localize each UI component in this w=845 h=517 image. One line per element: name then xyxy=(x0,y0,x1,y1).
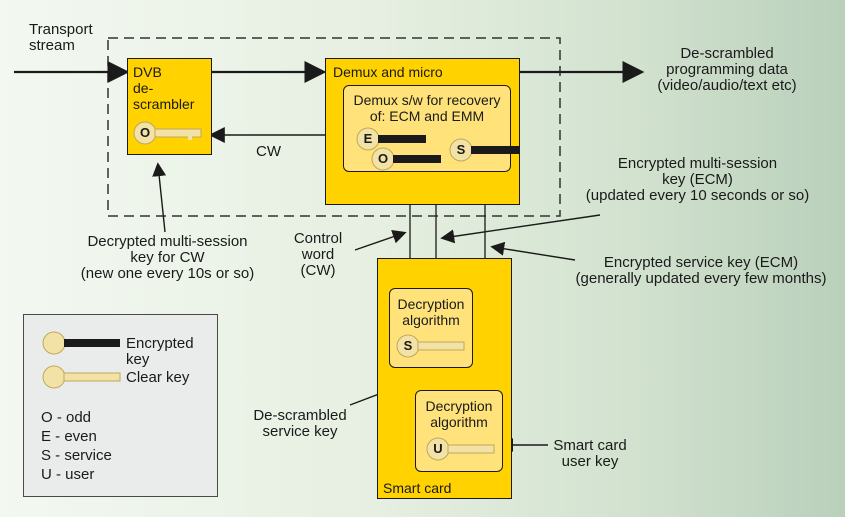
demux-sw-label: Demux s/w for recovery of: ECM and EMM xyxy=(353,92,501,124)
demux-key-s xyxy=(449,138,519,162)
key-letter-alg2: U xyxy=(433,441,443,456)
legend-clear-key-icon xyxy=(42,365,121,389)
dashed-enclosure xyxy=(107,37,561,217)
legend-item: E - even xyxy=(41,428,97,445)
key-letter-alg1: S xyxy=(403,338,413,353)
legend: Encrypted key Clear key O - odd E - even… xyxy=(23,314,218,497)
demux-key-e xyxy=(356,127,426,151)
legend-item: S - service xyxy=(41,447,112,464)
legend-encrypted-key-icon xyxy=(42,331,120,355)
key-letter-dvb: O xyxy=(139,125,151,140)
decryption-algorithm-1-label: Decryption algorithm xyxy=(397,296,465,328)
cw-label: CW xyxy=(256,143,281,160)
control-word-label: Control word (CW) xyxy=(293,230,343,279)
dvb-clear-key xyxy=(133,121,202,145)
smart-card-user-key-label: Smart card user key xyxy=(553,437,627,470)
key-letter-s: S xyxy=(456,142,466,157)
arrow-encrypted-multisession xyxy=(440,214,601,244)
legend-item: U - user xyxy=(41,466,95,483)
descrambled-output-label: De-scrambled programming data (video/aud… xyxy=(657,45,797,94)
algorithm-2-clear-key xyxy=(426,437,495,461)
key-letter-e: E xyxy=(363,131,373,146)
legend-item: O - odd xyxy=(41,409,92,426)
smart-card-label: Smart card xyxy=(383,480,452,496)
arrow-encrypted-service xyxy=(490,241,576,261)
demux-key-o xyxy=(371,147,441,171)
decryption-algorithm-2-box xyxy=(415,390,503,472)
transport-stream-label: Transport stream xyxy=(29,21,93,54)
legend-encrypted-key-label: Encrypted key xyxy=(126,335,194,368)
encrypted-service-key-label: Encrypted service key (ECM) (generally u… xyxy=(575,254,827,287)
arrow-decrypted-key xyxy=(152,162,167,233)
encrypted-multisession-label: Encrypted multi-session key (ECM) (updat… xyxy=(585,155,810,204)
descrambled-service-key-label: De-scrambled service key xyxy=(253,407,347,440)
decryption-algorithm-2-label: Decryption algorithm xyxy=(425,398,493,430)
key-letter-o: O xyxy=(377,151,389,166)
algorithm-1-clear-key xyxy=(396,334,465,358)
legend-clear-key-label: Clear key xyxy=(126,369,190,386)
arrow-control-word xyxy=(354,230,407,251)
demux-micro-label: Demux and micro xyxy=(333,64,443,80)
dvb-descrambler-label: DVB de- scrambler xyxy=(133,64,195,112)
decrypted-multisession-label: Decrypted multi-session key for CW (new … xyxy=(80,233,255,282)
